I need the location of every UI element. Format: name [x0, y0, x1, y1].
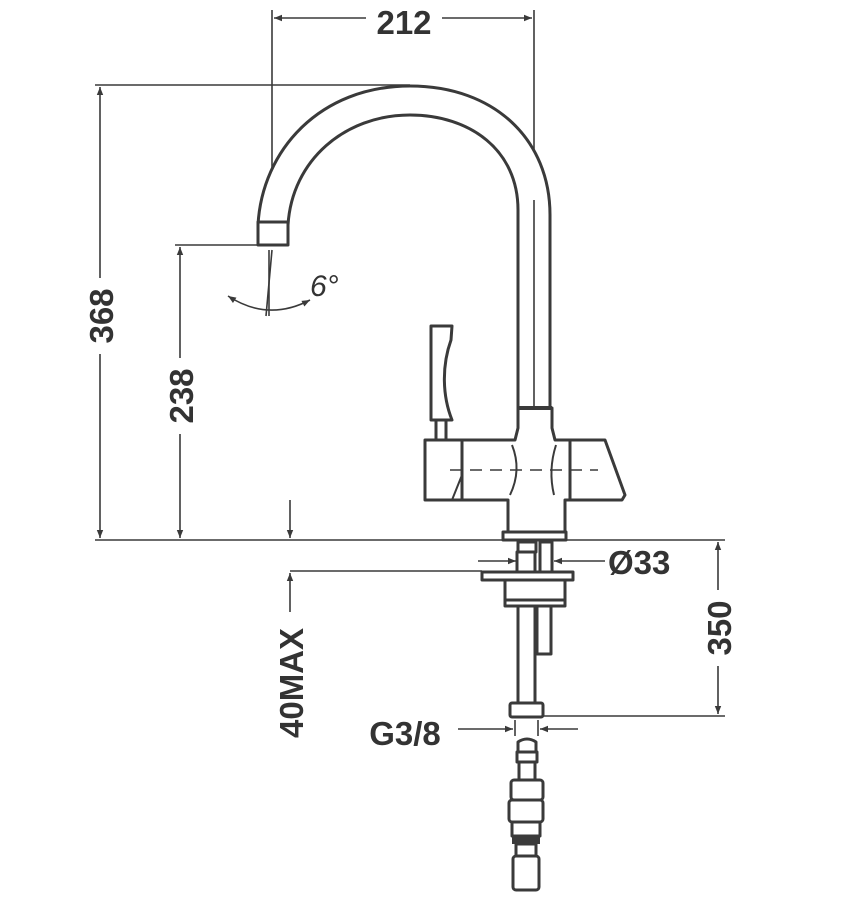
dimension-total-height: 368 — [83, 84, 410, 538]
dimension-spout-angle: 6° — [227, 249, 339, 317]
mounting-assembly — [480, 540, 575, 719]
lever-handle — [429, 324, 454, 442]
dimension-label-angle: 6° — [310, 270, 339, 303]
dimension-label-diameter: Ø33 — [608, 544, 670, 581]
dimension-label-350: 350 — [701, 600, 738, 655]
dimension-outlet-height: 238 — [163, 244, 262, 538]
hose-connector — [507, 737, 545, 892]
faucet-body — [423, 406, 627, 542]
spout-outlet — [256, 220, 290, 247]
dimension-label-212: 212 — [376, 4, 431, 41]
dimension-spout-reach: 212 — [271, 2, 535, 225]
dimension-label-368: 368 — [83, 288, 120, 343]
dimension-label-40max: 40MAX — [273, 628, 310, 738]
dimension-label-thread: G3/8 — [369, 715, 441, 752]
dimension-label-238: 238 — [163, 368, 200, 423]
dimension-max-thickness: 40MAX — [273, 500, 310, 738]
dimension-hose-length: 350 — [543, 542, 738, 717]
dimension-base-diameter: Ø33 — [290, 544, 670, 581]
dimension-thread: G3/8 — [369, 715, 578, 752]
spout — [256, 84, 552, 560]
